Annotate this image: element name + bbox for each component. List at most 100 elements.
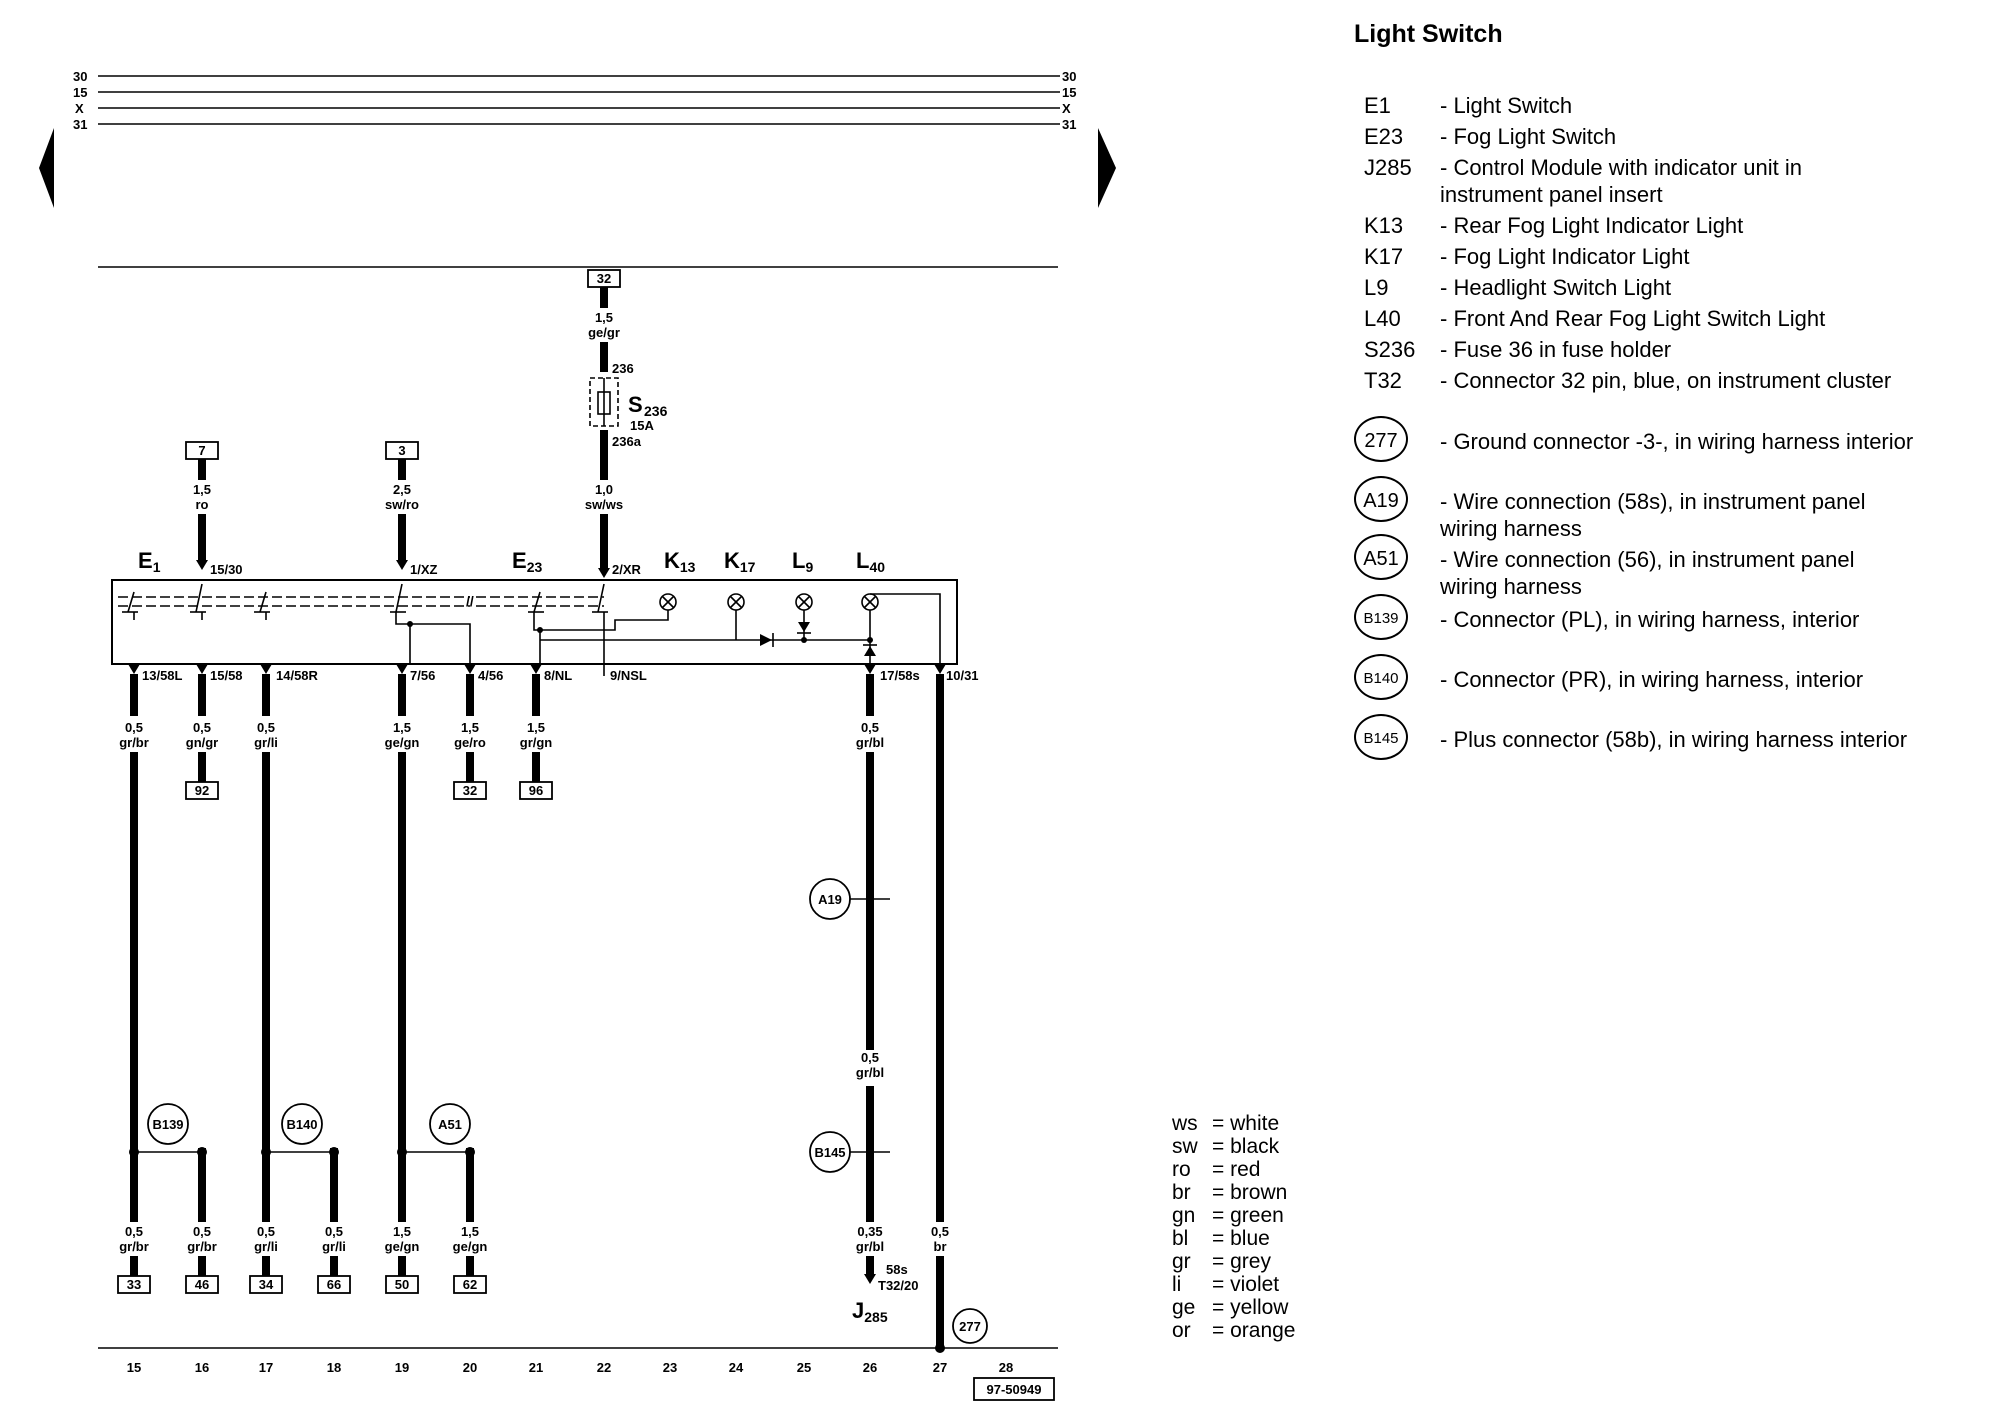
svg-text:0,5: 0,5 — [861, 1050, 879, 1065]
label-l40: L40 — [856, 548, 885, 575]
switch-output-pins: 13/58L 15/58 14/58R 7/56 4/56 8/NL 9/NSL… — [128, 664, 979, 683]
svg-text:0,5: 0,5 — [125, 720, 143, 735]
rail-label-left: 15 — [73, 85, 87, 100]
ref-box — [453, 1275, 487, 1294]
svg-text:ge/gn: ge/gn — [385, 1239, 420, 1254]
svg-text:236: 236 — [644, 403, 668, 419]
svg-text:0,5: 0,5 — [193, 720, 211, 735]
svg-text:19: 19 — [395, 1360, 409, 1375]
svg-text://: // — [466, 593, 474, 609]
svg-text:A19: A19 — [818, 892, 842, 907]
svg-text:27: 27 — [933, 1360, 947, 1375]
connector-b139-icon: B139 — [1354, 594, 1408, 640]
svg-text:0,5: 0,5 — [931, 1224, 949, 1239]
label-e23: E23 — [512, 548, 542, 575]
svg-text:236a: 236a — [612, 434, 642, 449]
svg-text:1,5: 1,5 — [393, 720, 411, 735]
diagram-number: 97-50949 — [987, 1382, 1042, 1397]
svg-text:ge/ro: ge/ro — [454, 735, 486, 750]
lamp-k17-icon — [727, 593, 745, 611]
svg-text:236: 236 — [612, 361, 634, 376]
svg-text:24: 24 — [729, 1360, 744, 1375]
color-code-row: ro= red — [1172, 1158, 1261, 1181]
svg-text:4/56: 4/56 — [478, 668, 503, 683]
svg-text:62: 62 — [463, 1277, 477, 1292]
connector-a51 — [429, 1103, 471, 1145]
svg-text:gr/li: gr/li — [322, 1239, 346, 1254]
svg-text:7/56: 7/56 — [410, 668, 435, 683]
svg-text:9/NSL: 9/NSL — [610, 668, 647, 683]
long-wires — [129, 674, 944, 1222]
legend-panel: Light Switch — [1354, 20, 1994, 87]
svg-text:66: 66 — [327, 1277, 341, 1292]
color-code-row: ws= white — [1172, 1112, 1280, 1135]
previous-page-arrow-icon[interactable] — [39, 128, 54, 208]
component-labels: E1 E23 K13 K17 L9 L40 — [138, 548, 885, 575]
color-code-row: or= orange — [1172, 1319, 1296, 1342]
diode-icon — [798, 622, 810, 632]
svg-text:1,5: 1,5 — [595, 310, 613, 325]
color-code-row: sw= black — [1172, 1135, 1280, 1158]
switch-housing: // — [111, 579, 958, 665]
ref-box — [185, 1275, 219, 1294]
svg-text:gr/bl: gr/bl — [856, 1065, 884, 1080]
connector-a51-icon: A51 — [1354, 534, 1408, 580]
svg-text:20: 20 — [463, 1360, 477, 1375]
svg-text:br: br — [934, 1239, 947, 1254]
svg-text:B145: B145 — [814, 1145, 845, 1160]
svg-text:0,5: 0,5 — [257, 1224, 275, 1239]
ref-box — [249, 1275, 283, 1294]
upper-wire-segments: 0,5 gr/br 0,5 gn/gr 0,5 gr/li 1,5 ge/gn … — [119, 674, 884, 800]
svg-text:17: 17 — [259, 1360, 273, 1375]
svg-text:gr/li: gr/li — [254, 1239, 278, 1254]
lamp-l9-icon — [795, 593, 813, 611]
ground-277 — [952, 1308, 988, 1344]
color-code-legend: ws= white sw= black ro= red br= brown gn… — [1172, 1112, 1296, 1342]
svg-text:1,5: 1,5 — [461, 1224, 479, 1239]
svg-text:gn/gr: gn/gr — [186, 735, 219, 750]
svg-text:B139: B139 — [152, 1117, 183, 1132]
svg-text:gr/br: gr/br — [187, 1239, 217, 1254]
svg-text:0,35: 0,35 — [857, 1224, 882, 1239]
track-numbers: 15 16 17 18 19 20 21 22 23 24 25 26 27 2… — [127, 1360, 1013, 1375]
color-code-row: ge= yellow — [1172, 1296, 1289, 1319]
diagram-number-box — [973, 1377, 1055, 1401]
svg-text:32: 32 — [597, 271, 611, 286]
svg-text:46: 46 — [195, 1277, 209, 1292]
ref-3-branch: 3 2,5 sw/ro 1/XZ — [385, 441, 438, 577]
connector-b140-icon: B140 — [1354, 654, 1408, 700]
svg-text:T32/20: T32/20 — [878, 1278, 918, 1293]
svg-text:1,5: 1,5 — [393, 1224, 411, 1239]
label-k13: K13 — [664, 548, 696, 575]
svg-text:18: 18 — [327, 1360, 341, 1375]
svg-text:15: 15 — [127, 1360, 141, 1375]
rail-label-left: 31 — [73, 117, 87, 132]
svg-text:33: 33 — [127, 1277, 141, 1292]
svg-text:B140: B140 — [286, 1117, 317, 1132]
page-title: Light Switch — [1354, 20, 1503, 48]
svg-text:23: 23 — [663, 1360, 677, 1375]
svg-text:1,0: 1,0 — [595, 482, 613, 497]
svg-text:16: 16 — [195, 1360, 209, 1375]
next-page-arrow-icon[interactable] — [1098, 128, 1116, 208]
rail-label-left: 30 — [73, 69, 87, 84]
svg-text:1,5: 1,5 — [461, 720, 479, 735]
svg-text:277: 277 — [959, 1319, 981, 1334]
connector-277-icon: 277 — [1354, 416, 1408, 462]
label-l9: L9 — [792, 548, 813, 575]
svg-text:ge/gr: ge/gr — [588, 325, 620, 340]
svg-text:0,5: 0,5 — [325, 1224, 343, 1239]
svg-text:ro: ro — [196, 497, 209, 512]
svg-text:14/58R: 14/58R — [276, 668, 319, 683]
svg-text:1,5: 1,5 — [527, 720, 545, 735]
splice-connectors: B139 B140 A51 A19 B145 277 — [147, 878, 988, 1344]
svg-text:0,5: 0,5 — [861, 720, 879, 735]
svg-text:1/XZ: 1/XZ — [410, 562, 438, 577]
svg-text:17/58s: 17/58s — [880, 668, 920, 683]
connector-b140 — [281, 1103, 323, 1145]
svg-text:sw/ro: sw/ro — [385, 497, 419, 512]
ref-box — [185, 781, 219, 800]
svg-text:A51: A51 — [438, 1117, 462, 1132]
svg-text:2/XR: 2/XR — [612, 562, 642, 577]
bottom-wire-labels: 0,5 gr/br 0,5 gr/br 0,5 gr/li 0,5 gr/li … — [117, 1224, 949, 1353]
